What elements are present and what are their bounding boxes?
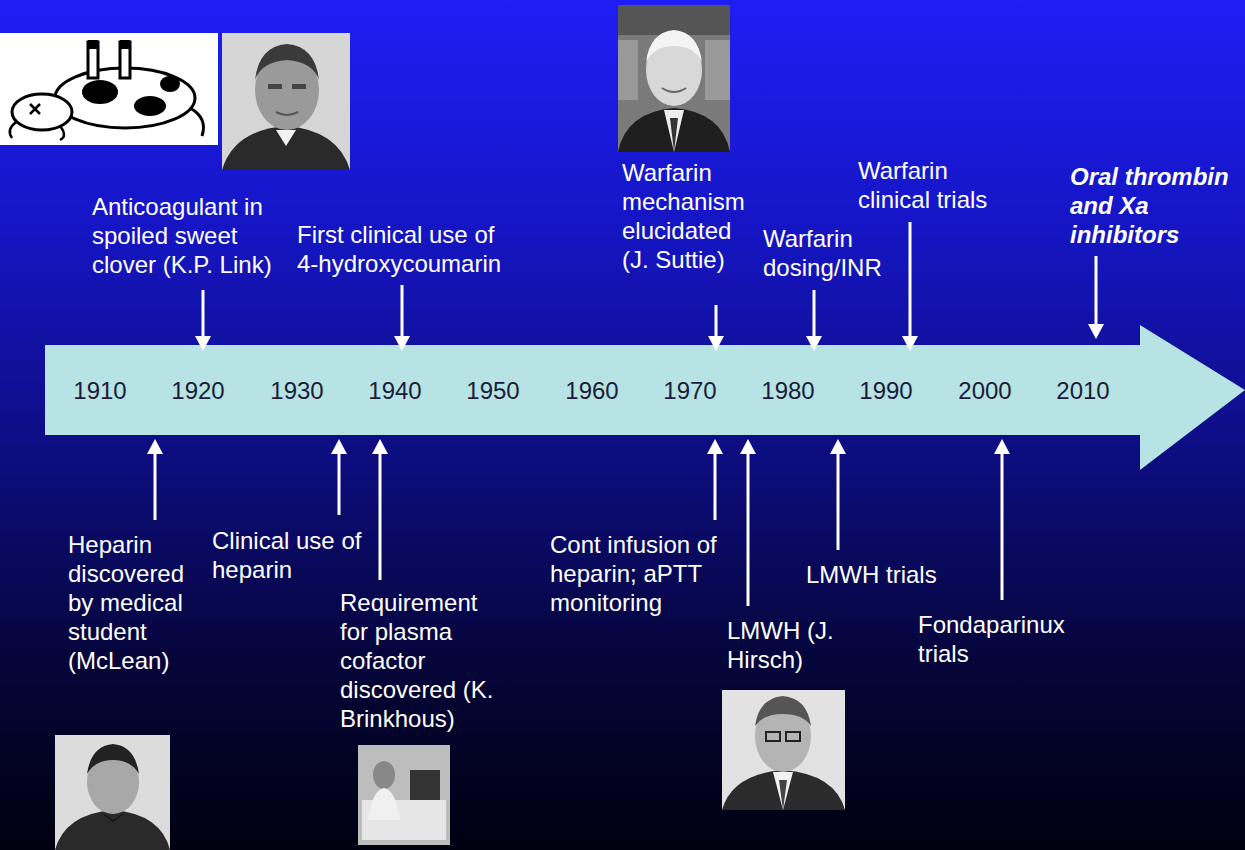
event-label: LMWH (J. Hirsch) <box>727 616 842 674</box>
year-label: 1970 <box>645 376 735 406</box>
year-label: 1960 <box>547 376 637 406</box>
portrait-photo <box>722 690 845 810</box>
year-label: 1950 <box>448 376 538 406</box>
year-label: 1910 <box>55 376 145 406</box>
year-label: 1940 <box>350 376 440 406</box>
year-label: 2000 <box>940 376 1030 406</box>
event-label: Clinical use of heparin <box>212 526 372 584</box>
portrait-photo <box>618 5 730 152</box>
event-label: Anticoagulant in spoiled sweet clover (K… <box>92 192 292 279</box>
event-label: Requirement for plasma cofactor discover… <box>340 588 500 733</box>
event-label: Warfarin mechanism elucidated (J. Suttie… <box>622 158 752 274</box>
year-label: 1990 <box>841 376 931 406</box>
cow-cartoon <box>0 33 218 145</box>
event-label: First clinical use of 4-hydroxycoumarin <box>297 220 522 278</box>
event-label: Oral thrombin and Xa inhibitors <box>1070 162 1240 249</box>
event-label: LMWH trials <box>806 560 956 589</box>
year-label: 1930 <box>252 376 342 406</box>
year-label: 2010 <box>1038 376 1128 406</box>
event-label: Cont infusion of heparin; aPTT monitorin… <box>550 530 730 617</box>
portrait-photo <box>55 735 170 850</box>
event-label: Fondaparinux trials <box>918 610 1078 668</box>
event-label: Warfarin clinical trials <box>858 156 998 214</box>
year-label: 1920 <box>153 376 243 406</box>
event-label: Heparin discovered by medical student (M… <box>68 530 190 675</box>
timeline-arrow <box>45 325 1245 470</box>
year-label: 1980 <box>743 376 833 406</box>
portrait-photo <box>358 745 450 845</box>
event-label: Warfarin dosing/INR <box>763 224 891 282</box>
portrait-photo <box>222 33 350 170</box>
